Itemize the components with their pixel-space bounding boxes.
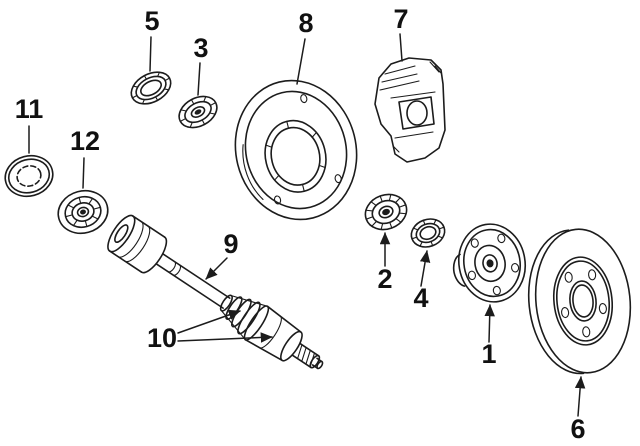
callout-label-7: 7 [393,4,408,34]
lock-ring-part-11 [4,154,54,198]
callout-label-5: 5 [144,6,159,36]
callout-label-11: 11 [15,94,44,124]
callout-labels: 5 3 8 7 11 12 9 10 2 4 1 6 [15,4,586,444]
leader-lines [28,33,586,417]
leader-line-10a [177,309,241,334]
axle-shaft-part-9 [107,214,324,370]
callout-label-3: 3 [193,33,208,63]
hub-bearing-part-12 [57,189,109,235]
brake-caliper-part-7 [374,57,446,163]
callout-label-4: 4 [413,283,428,313]
callout-label-1: 1 [481,339,496,369]
bearing-part-3 [178,95,218,129]
leader-line-5 [149,36,152,72]
callout-label-12: 12 [70,126,100,156]
grease-seal-part-4 [410,218,446,248]
leader-line-10b [177,332,273,343]
callout-label-9: 9 [223,229,238,259]
callout-label-8: 8 [298,8,313,38]
callout-label-2: 2 [377,264,392,294]
brake-rotor-part-6 [527,228,632,375]
callout-label-6: 6 [570,414,585,444]
leader-line-6 [574,376,586,417]
leader-line-3 [197,62,201,96]
leader-line-9 [205,257,228,280]
leader-line-7 [399,33,403,62]
leader-line-12 [82,157,85,189]
leader-line-8 [296,38,306,85]
seal-ring-part-5 [130,71,172,105]
wheel-hub-part-1 [452,223,526,303]
backing-plate-part-8 [234,79,358,221]
leader-line-4 [419,250,431,287]
wheel-bearing-part-2 [364,193,408,231]
leader-line-1 [484,304,495,343]
callout-label-10: 10 [147,323,177,353]
